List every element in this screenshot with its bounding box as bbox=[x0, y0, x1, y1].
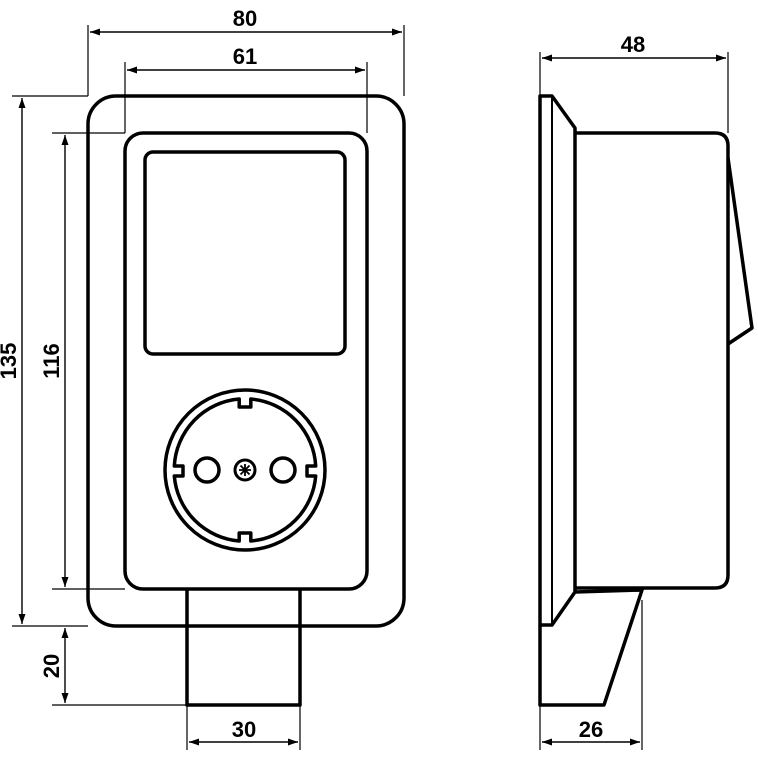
socket-inner-ring bbox=[172, 397, 318, 543]
socket-pin-hole-right bbox=[269, 456, 297, 484]
dim-label-inner-height: 116 bbox=[39, 343, 64, 379]
dimension-labels: 80 61 135 116 20 30 48 26 bbox=[0, 6, 645, 742]
dim-label-plug-width: 30 bbox=[232, 717, 256, 742]
outer-frame bbox=[86, 94, 406, 628]
extension-lines bbox=[12, 25, 729, 750]
socket-outer-ring bbox=[163, 388, 327, 552]
socket bbox=[163, 388, 327, 552]
dim-label-overall-width: 80 bbox=[233, 6, 257, 31]
inner-cover bbox=[123, 131, 369, 591]
dim-label-base-depth: 26 bbox=[579, 717, 603, 742]
side-front-plate bbox=[538, 94, 577, 627]
socket-center-screw bbox=[233, 458, 257, 482]
side-housing bbox=[575, 131, 730, 590]
dim-label-overall-height: 135 bbox=[0, 343, 21, 380]
screw-slot-icon bbox=[239, 464, 251, 476]
dimension-lines bbox=[18, 28, 726, 746]
display-window bbox=[143, 150, 347, 356]
dim-label-inner-width: 61 bbox=[233, 44, 257, 69]
dim-label-overall-depth: 48 bbox=[621, 32, 645, 57]
side-display-bulge bbox=[726, 157, 754, 346]
side-view bbox=[538, 94, 754, 707]
dim-label-plug-height: 20 bbox=[39, 654, 64, 678]
plug-body bbox=[185, 590, 302, 707]
side-plug-wedge bbox=[538, 588, 644, 707]
front-view bbox=[86, 94, 406, 707]
socket-pin-hole-left bbox=[193, 456, 221, 484]
